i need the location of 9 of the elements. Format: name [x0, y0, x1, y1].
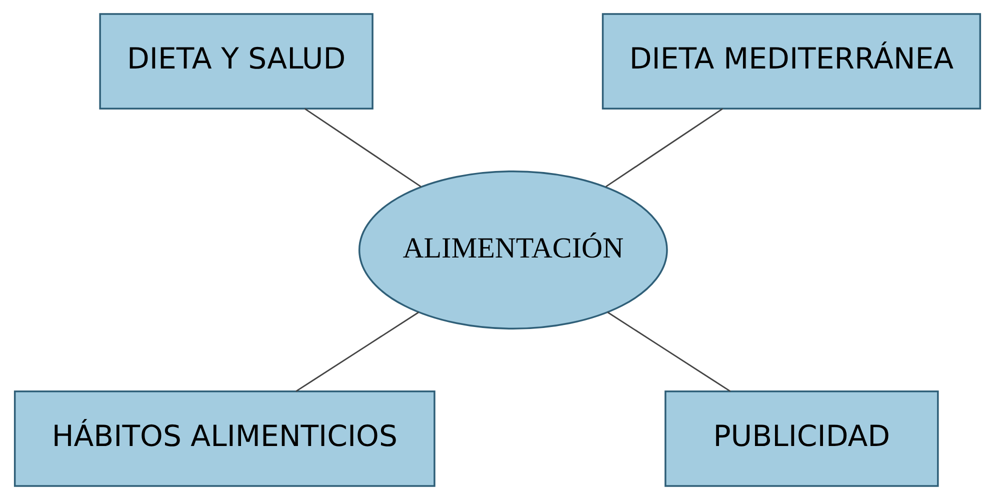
- connector: [304, 108, 422, 188]
- node-box: HÁBITOS ALIMENTICIOS: [14, 390, 436, 487]
- node-box: DIETA Y SALUD: [99, 13, 374, 110]
- connector: [296, 312, 420, 392]
- node-ellipse: ALIMENTACIÓN: [358, 170, 668, 330]
- node-box: PUBLICIDAD: [664, 390, 939, 487]
- connector: [607, 312, 731, 392]
- node-box: DIETA MEDITERRÁNEA: [602, 13, 982, 110]
- connector: [605, 108, 724, 188]
